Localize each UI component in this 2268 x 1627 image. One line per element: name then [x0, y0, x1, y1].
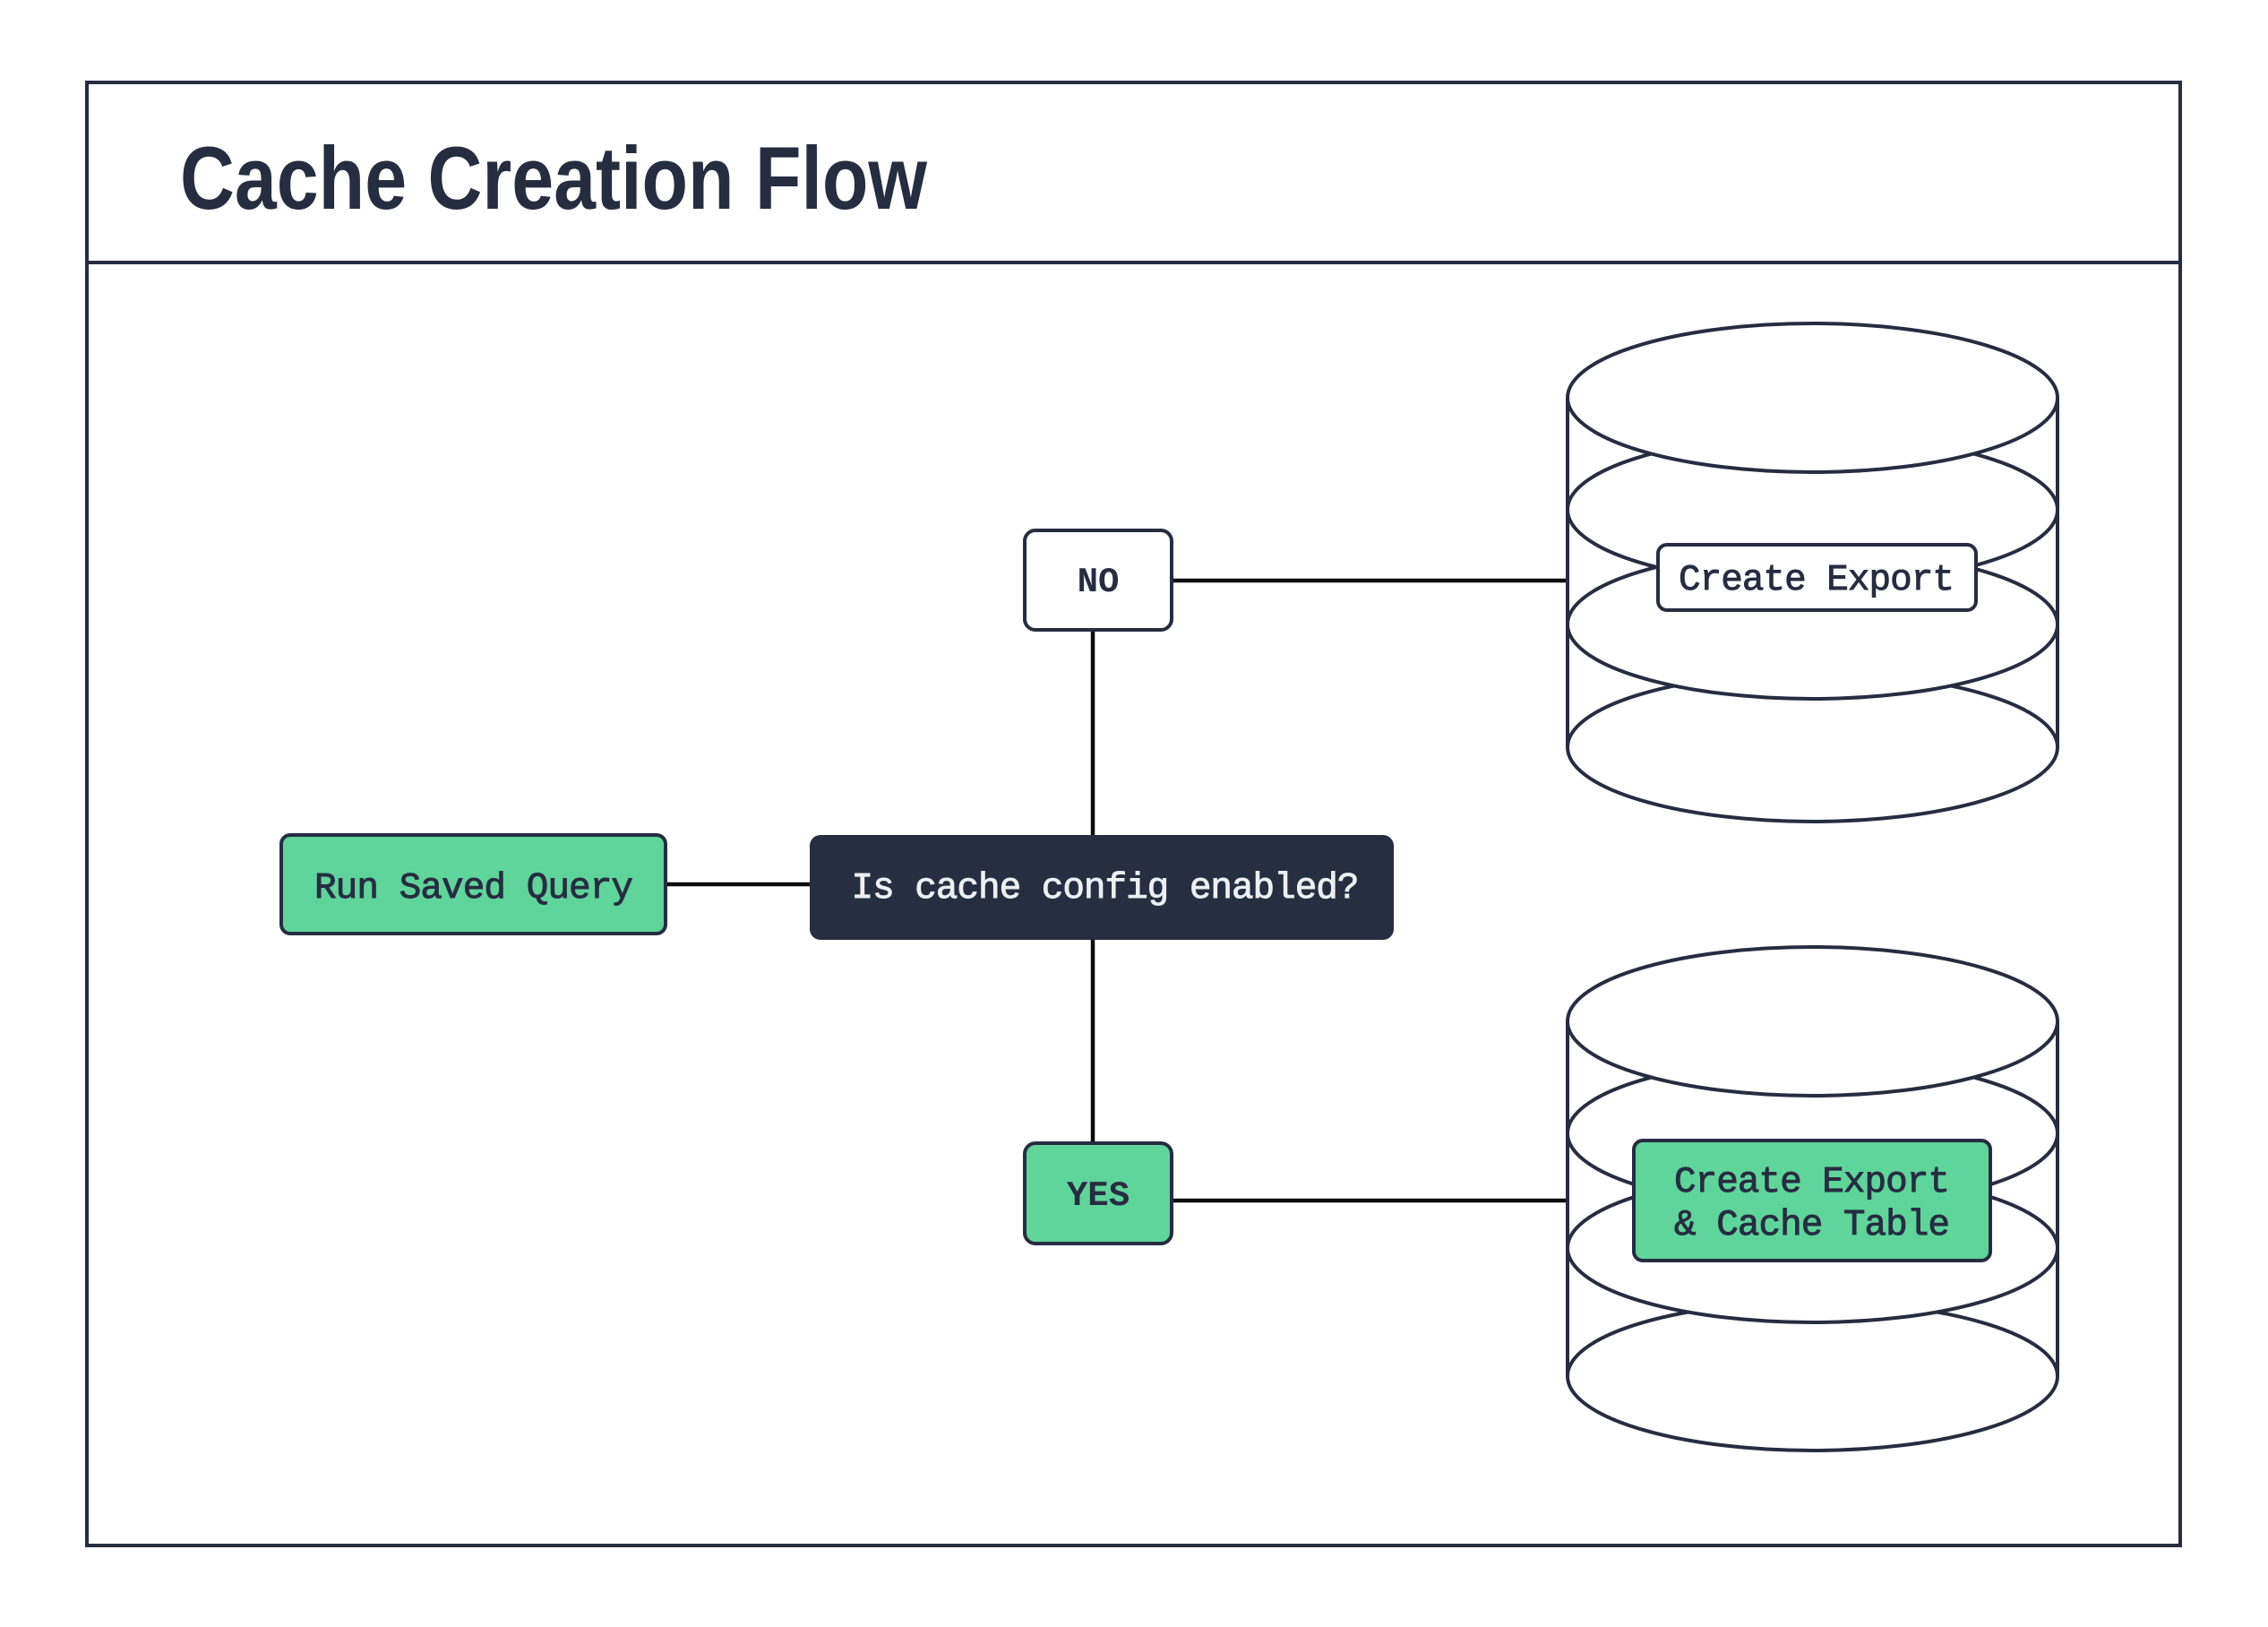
svg-text:Is cache config enabled?: Is cache config enabled?	[852, 868, 1360, 909]
svg-text:Run Saved Query: Run Saved Query	[314, 868, 633, 909]
svg-text:NO: NO	[1078, 563, 1120, 602]
svg-text:& Cache Table: & Cache Table	[1674, 1205, 1950, 1246]
svg-text:Create Export: Create Export	[1674, 1162, 1950, 1203]
svg-text:Create Export: Create Export	[1679, 560, 1954, 601]
svg-text:YES: YES	[1067, 1176, 1130, 1216]
svg-text:Cache Creation Flow: Cache Creation Flow	[180, 128, 928, 228]
